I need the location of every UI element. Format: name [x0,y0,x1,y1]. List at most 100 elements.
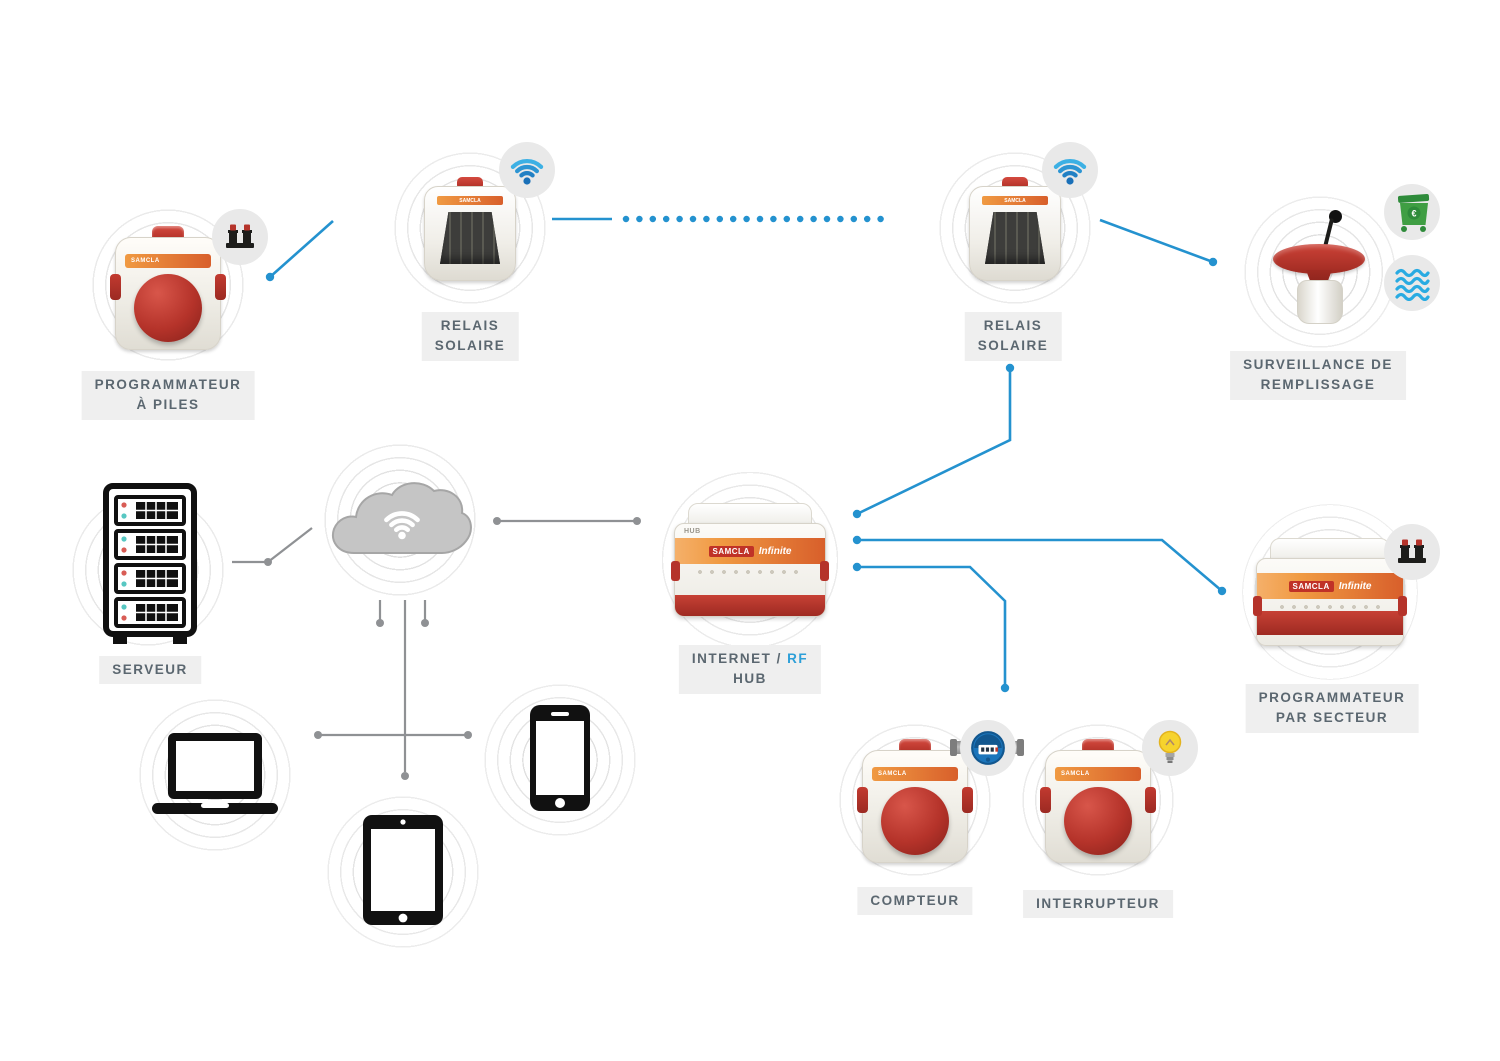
side-clip [1040,787,1051,813]
label-line: REMPLISSAGE [1260,377,1376,393]
internet-links [232,517,641,780]
hub-device: HUB SAMCLA Infinite [671,503,829,617]
red-band [1257,611,1403,635]
node-compteur: SAMCLA [834,719,1024,881]
brand-band: SAMCLA [125,254,211,268]
brand-band: SAMCLA [982,196,1048,205]
brand-text: SAMCLA [459,197,481,204]
label-programmateur-par-secteur: PROGRAMMATEUR PAR SECTEUR [1245,684,1419,733]
label-internet-rf-hub: INTERNET / RF HUB [678,645,822,694]
product-name: Infinite [758,545,792,557]
brand-band: SAMCLA [1055,767,1141,781]
dumpster-euro-icon: € [1397,194,1430,232]
brand-text: SAMCLA [131,258,160,264]
wifi-icon [510,159,544,185]
device-body: SAMCLA [115,237,221,350]
switch-controller-device: SAMCLA [1040,739,1156,865]
battery-programmer-device: SAMCLA [110,226,226,352]
line-hub-progsecteur [857,538,1223,592]
solar-panel [985,212,1045,264]
line-serveur-cloud [232,527,313,564]
device-body: SAMCLA [1045,750,1151,863]
solar-panel [440,212,500,264]
label-serveur: SERVEUR [99,656,201,685]
dumpster-badge: € [1384,184,1440,240]
float-cylinder [1297,280,1343,324]
label-programmateur-a-piles: PROGRAMMATEUR À PILES [81,371,255,420]
label-relais-solaire-1: RELAIS SOLAIRE [421,312,519,361]
brand-text: SAMCLA [878,771,907,777]
solenoid-valves-icon [1398,539,1426,563]
side-clip [1253,596,1262,616]
label-line: RELAIS [983,318,1043,333]
side-clip [820,561,829,581]
wifi-badge [499,142,555,198]
node-laptop [134,694,296,856]
side-clip [962,787,973,813]
side-clip [1398,596,1407,616]
label-line: SERVEUR [112,662,188,677]
water-level-icon [1395,268,1430,301]
node-interrupteur: SAMCLA [1017,719,1198,881]
red-dome [881,787,949,855]
tablet-icon [363,815,443,925]
side-clip [1145,787,1156,813]
light-bulb-badge [1142,720,1198,776]
label-line: INTERRUPTEUR [1036,896,1160,911]
wifi-icon [384,511,420,540]
device-body: SAMCLA [862,750,968,863]
wifi-icon [1053,159,1087,185]
server-unit [114,529,186,560]
label-line: SOLAIRE [434,338,506,354]
label-line: PROGRAMMATEUR [94,377,242,392]
wifi-badge [1042,142,1098,198]
brand-band: SAMCLA Infinite [675,538,825,564]
side-clip [110,274,121,300]
node-serveur [64,483,232,654]
label-compteur: COMPTEUR [857,887,973,916]
side-clip [671,561,680,581]
node-cloud [314,434,486,606]
water-meter-icon [971,731,1005,765]
brand-band: SAMCLA Infinite [1257,573,1403,599]
node-smartphone [481,681,639,839]
brand-text: SAMCLA [1004,197,1026,204]
fill-monitor-device [1263,210,1373,324]
node-tablet [324,793,482,951]
label-line: PROGRAMMATEUR [1258,690,1406,705]
vent-dots [1279,604,1381,610]
label-line: HUB [733,671,767,687]
side-clip [215,274,226,300]
red-dome [1064,787,1132,855]
line-hub-compteur-interrupteur [857,565,1007,688]
water-meter-badge [960,720,1016,776]
solar-relay-device: SAMCLA [422,177,518,283]
solenoid-valves-badge [212,209,268,265]
node-hub: HUB SAMCLA Infinite [657,467,843,653]
server-rack-icon [103,483,197,644]
solenoid-valves-badge [1384,524,1440,580]
water-level-badge [1384,255,1440,311]
brand-band: SAMCLA [437,196,503,205]
device-body: HUB SAMCLA Infinite [674,523,826,617]
label-interrupteur: INTERRUPTEUR [1023,890,1173,919]
brand-band: SAMCLA [872,767,958,781]
red-band [675,595,825,616]
line-relais2-surveillance [1099,218,1214,264]
node-programmateur-par-secteur: SAMCLA Infinite [1242,504,1440,680]
node-programmateur-a-piles: SAMCLA [82,199,268,371]
node-relais-solaire-2: SAMCLA [934,142,1098,309]
product-name: Infinite [1338,580,1372,592]
light-bulb-icon [1158,730,1182,763]
euro-symbol: € [1411,209,1416,219]
solar-relay-device: SAMCLA [967,177,1063,283]
device-body: SAMCLA Infinite [1256,558,1404,646]
line-progpiles-relais1 [269,220,334,278]
brand-text: SAMCLA [1061,771,1090,777]
label-line: INTERNET / RF [692,649,808,669]
red-dome [134,274,202,342]
server-unit [114,597,186,628]
label-accent-rf: RF [787,651,809,666]
